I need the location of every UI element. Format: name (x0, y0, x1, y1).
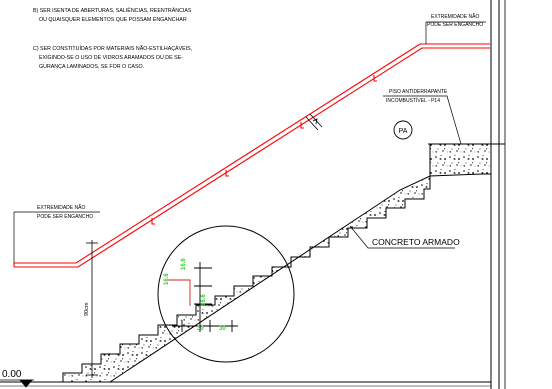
leader-extremity-left (13, 211, 100, 263)
note-b-line2: OU QUAISQUER ELEMENTOS QUE POSSAM ENGANC… (39, 17, 187, 23)
label-pa-tag: PA (399, 128, 408, 135)
dim-riser-2: 16.6 (164, 273, 170, 285)
label-extremity-left-1: EXTREMIDADE NÃO (37, 204, 85, 211)
label-extremity-top-2: PODE SER ENGANCHO (427, 22, 483, 28)
leader-concrete (349, 225, 455, 249)
leader-extremity-top (425, 21, 486, 44)
leader-floor (383, 95, 462, 145)
label-extremity-left-2: PODE SER ENGANCHO (37, 214, 93, 220)
stair-concrete-body (62, 143, 492, 383)
note-c-line3: GURANÇA LAMINADOS, SE FOR O CASO. (39, 64, 144, 70)
dim-riser-1: 16.6 (181, 258, 187, 270)
right-wall (490, 0, 506, 389)
note-c-line1: C) SER CONSTITUÍDAS POR MATERIAIS NÃO-ES… (33, 45, 192, 52)
pa-tag-circle (393, 120, 413, 140)
level-marker (0, 379, 34, 388)
label-extremity-top-1: EXTREMIDADE NÃO (431, 13, 479, 20)
label-height-dim: 90cm (84, 302, 90, 316)
label-concrete: CONCRETO ARMADO (372, 237, 460, 247)
detail-dimension-marks (172, 262, 238, 332)
label-level: 0.00 (2, 369, 22, 380)
dim-tread-2: 30 (219, 326, 226, 332)
label-floor-2: INCOMBUSTÍVEL - P14 (386, 97, 440, 104)
dim-riser-3: 16.6 (201, 294, 207, 306)
height-dimension (86, 240, 98, 378)
note-c-line2: EXIGINDO-SE O USO DE VIDROS ARAMADOS OU … (39, 55, 183, 61)
break-symbol (305, 113, 323, 131)
handrail (13, 43, 490, 268)
ground-line (0, 381, 491, 387)
detail-dimension-red (168, 279, 191, 306)
label-floor-1: PISO ANTIDERRAPANTE (389, 89, 448, 95)
note-b-line1: B) SER ISENTA DE ABERTURAS, SALIÊNCIAS, … (33, 6, 192, 14)
detail-circle (157, 225, 295, 363)
dim-tread-1: 30 (197, 326, 204, 332)
